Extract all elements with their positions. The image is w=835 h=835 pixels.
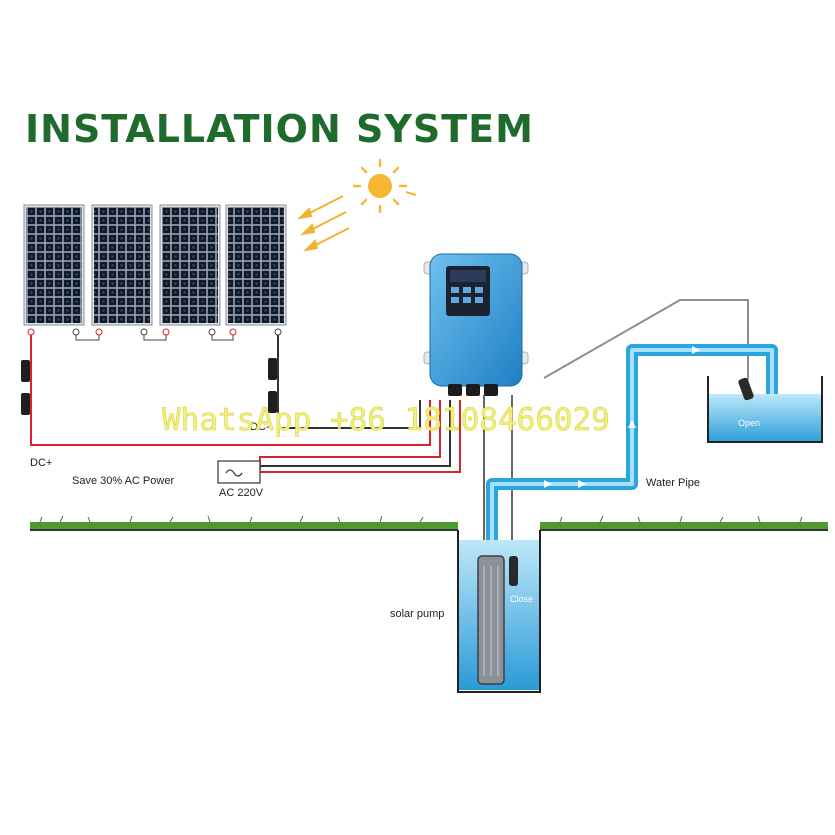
close-label: Close <box>510 594 533 604</box>
open-label: Open <box>738 418 760 428</box>
controller-icon <box>423 253 529 396</box>
solar-panel-icon <box>159 204 221 326</box>
water-tank: Open <box>707 376 823 443</box>
well-float-icon <box>509 556 518 586</box>
solar-panel-icon <box>23 204 85 326</box>
whatsapp-watermark: WhatsApp +86 18108466029 <box>162 402 610 438</box>
solar-panel-icon <box>225 204 287 326</box>
sunlight-arrows <box>297 195 350 252</box>
panel-terminals <box>27 328 282 336</box>
dc-plus-label: DC+ <box>30 457 52 469</box>
solar-panel-array <box>23 204 287 341</box>
water-pipe-label: Water Pipe <box>646 477 700 489</box>
page-title: INSTALLATION SYSTEM <box>25 107 534 151</box>
solar-pump-label: solar pump <box>390 608 444 620</box>
mc4-connectors <box>21 358 277 415</box>
ac-voltage-label: AC 220V <box>219 487 264 499</box>
well: Close <box>457 530 541 693</box>
wiring <box>30 335 513 580</box>
water-pipe <box>486 344 778 560</box>
ac-source-icon <box>217 460 261 484</box>
float-cable <box>543 299 749 380</box>
ground <box>30 515 828 531</box>
save-power-label: Save 30% AC Power <box>72 475 174 487</box>
solar-panel-icon <box>91 204 153 326</box>
pump-icon <box>477 555 505 685</box>
float-valve-icon <box>738 377 754 401</box>
sun-icon <box>352 158 417 214</box>
dc-minus-label: DC- <box>250 421 270 433</box>
